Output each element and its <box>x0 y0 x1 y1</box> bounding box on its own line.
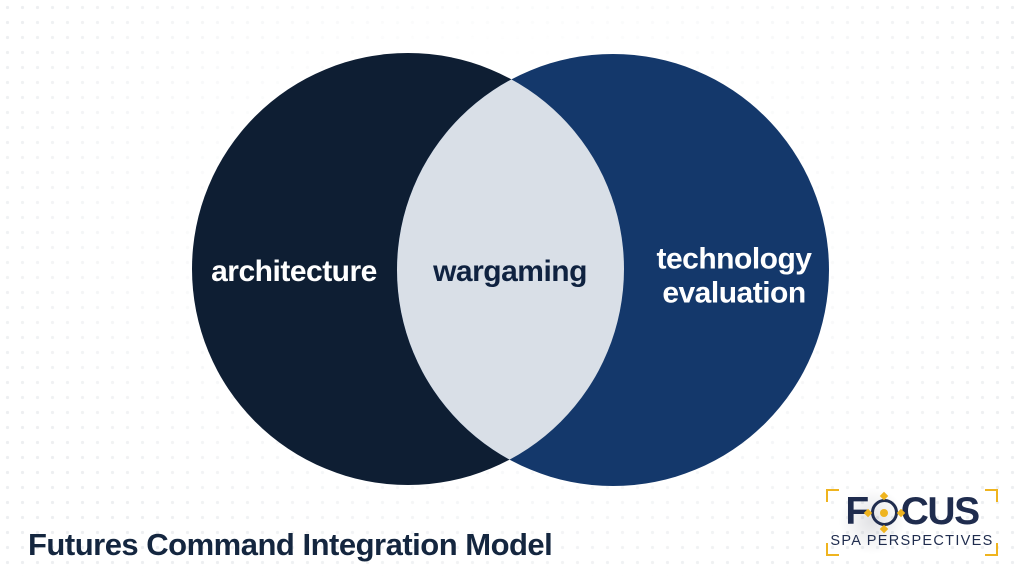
reticle-tick-top-icon <box>879 491 889 501</box>
logo-word-suffix: CUS <box>900 490 980 533</box>
venn-overlap-label: wargaming <box>433 255 587 289</box>
logo-glow <box>834 483 910 559</box>
venn-overlap-shape <box>397 54 624 485</box>
logo-word-prefix: F <box>845 490 869 533</box>
venn-right-label: technology evaluation <box>656 242 812 309</box>
venn-left-label: architecture <box>211 255 377 289</box>
spa-focus-logo: F CUS SPA PERSPECTIVES <box>826 483 998 559</box>
logo-subtitle: SPA PERSPECTIVES <box>830 533 994 549</box>
corner-bracket-top-right-icon <box>985 489 998 502</box>
focus-target-reticle-icon <box>863 491 905 534</box>
corner-bracket-top-left-icon <box>826 489 839 502</box>
reticle-center-dot <box>880 508 889 517</box>
logo-wordmark: F CUS <box>826 490 998 534</box>
corner-bracket-bottom-left-icon <box>826 543 839 556</box>
slide-title: Futures Command Integration Model <box>28 527 553 562</box>
corner-bracket-bottom-right-icon <box>985 543 998 556</box>
